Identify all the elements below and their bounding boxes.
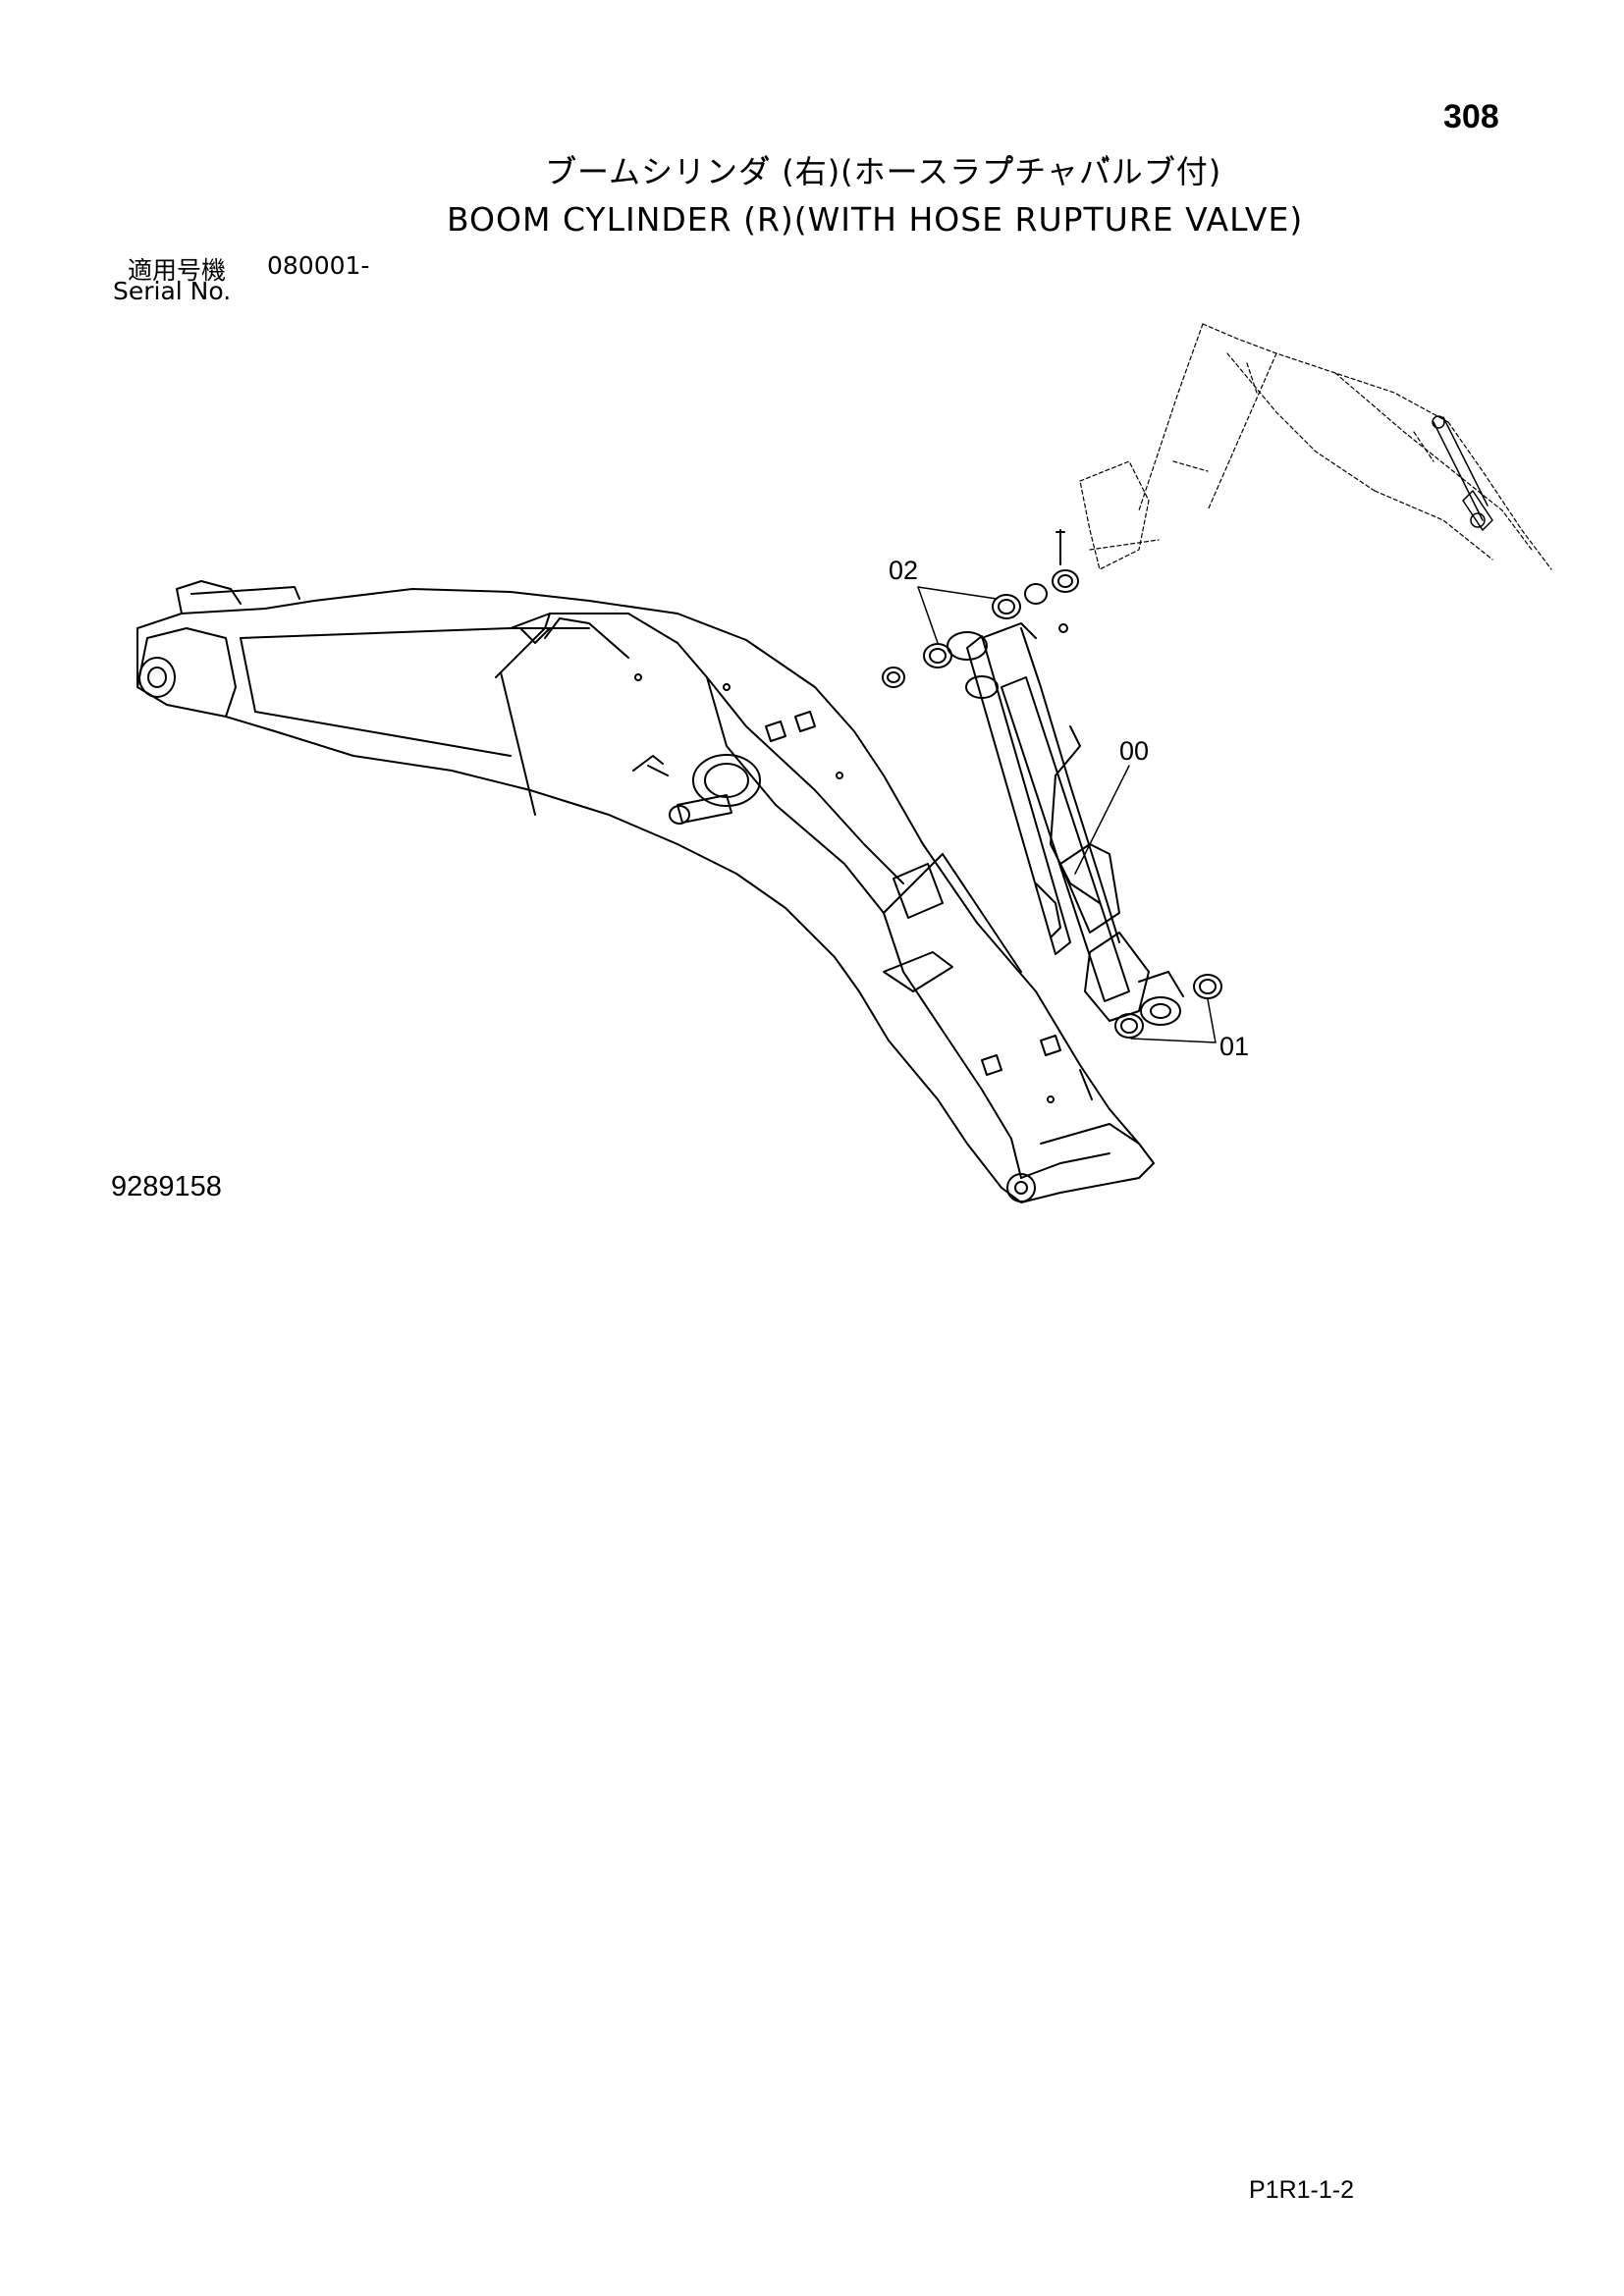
serial-label-english: Serial No. bbox=[113, 277, 232, 305]
machine-overview-cylinder bbox=[1432, 415, 1493, 531]
boom-arm bbox=[136, 580, 1155, 1203]
page-number: 308 bbox=[1443, 98, 1499, 135]
title-japanese: ブ゙ームシリンダ゙ (右)(ホースラプ゚チャバ゙ルブ゙付) bbox=[545, 153, 1222, 190]
serial-value: 080001- bbox=[267, 251, 370, 280]
leader-lines bbox=[917, 586, 1217, 1043]
callout-01: 01 bbox=[1219, 1032, 1249, 1061]
page-code: P1R1-1-2 bbox=[1249, 2176, 1354, 2204]
boom-cylinder bbox=[947, 622, 1184, 1026]
callout-00: 00 bbox=[1119, 736, 1149, 766]
pin-hardware bbox=[882, 529, 1222, 1039]
machine-overview bbox=[1079, 323, 1552, 570]
callout-02: 02 bbox=[889, 556, 918, 585]
figure-number: 9289158 bbox=[111, 1171, 222, 1202]
title-english: BOOM CYLINDER (R)(WITH HOSE RUPTURE VALV… bbox=[447, 200, 1304, 239]
serial-label-japanese: 適用号機 bbox=[128, 256, 227, 285]
